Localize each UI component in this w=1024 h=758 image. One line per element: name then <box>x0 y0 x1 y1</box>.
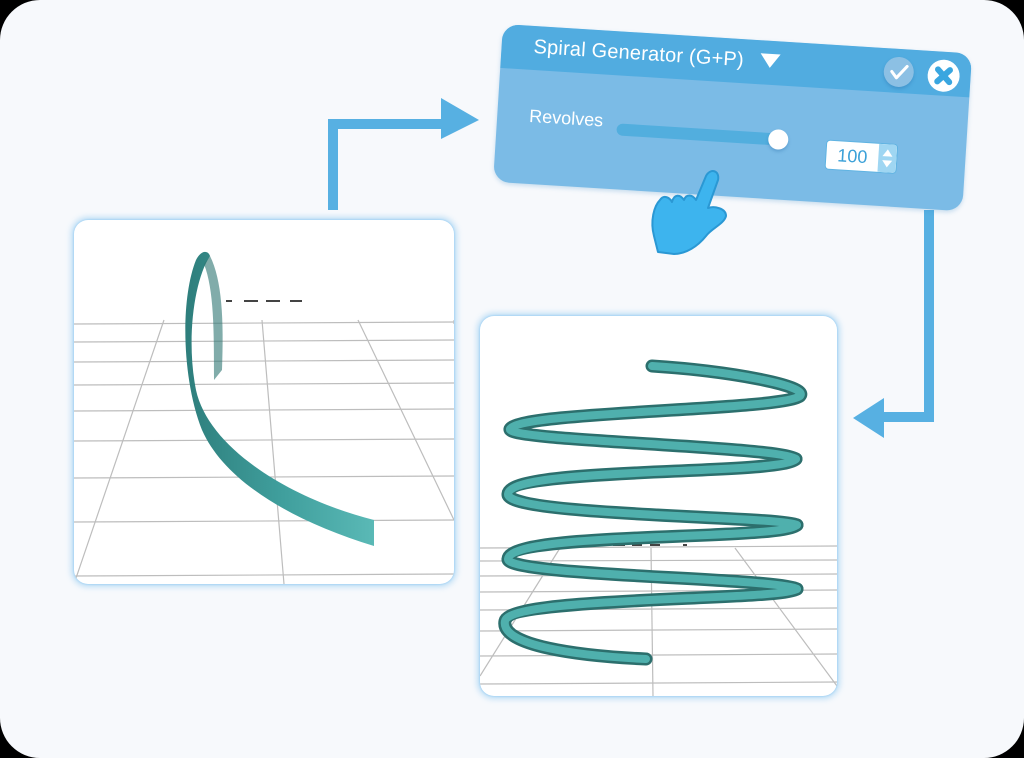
viewport-after[interactable] <box>480 316 837 696</box>
slider-thumb[interactable] <box>767 128 789 151</box>
spiral-segment-render <box>74 251 454 584</box>
grid-floor <box>74 319 454 584</box>
panel-title: Spiral Generator (G+P) <box>532 35 745 72</box>
arrow-right-icon <box>328 98 479 210</box>
spiral-segment <box>185 251 374 546</box>
confirm-button[interactable] <box>882 56 915 88</box>
increment-icon[interactable] <box>882 149 893 157</box>
axis-marker <box>226 300 302 302</box>
revolves-stepper[interactable] <box>824 139 899 174</box>
close-button[interactable] <box>926 58 961 93</box>
spiral-generator-panel: Spiral Generator (G+P) Revolves <box>493 24 973 212</box>
panel-header: Spiral Generator (G+P) <box>500 24 973 98</box>
helix-render <box>480 359 837 696</box>
decrement-icon[interactable] <box>881 160 893 168</box>
check-icon <box>890 64 909 80</box>
caret-down-icon[interactable] <box>759 52 781 69</box>
revolves-slider[interactable] <box>616 123 789 151</box>
grid-floor <box>480 545 837 696</box>
slider-track[interactable] <box>616 123 783 146</box>
arrow-left-icon <box>853 210 934 438</box>
helix-coil <box>498 359 808 666</box>
close-x-icon <box>934 66 953 86</box>
revolves-label: Revolves <box>528 105 604 131</box>
viewport-before[interactable] <box>74 220 454 584</box>
pointing-hand-icon <box>651 170 727 255</box>
revolves-input[interactable] <box>825 140 880 172</box>
panel-title-dropdown[interactable]: Spiral Generator (G+P) <box>533 36 781 74</box>
stepper-buttons <box>877 143 898 173</box>
